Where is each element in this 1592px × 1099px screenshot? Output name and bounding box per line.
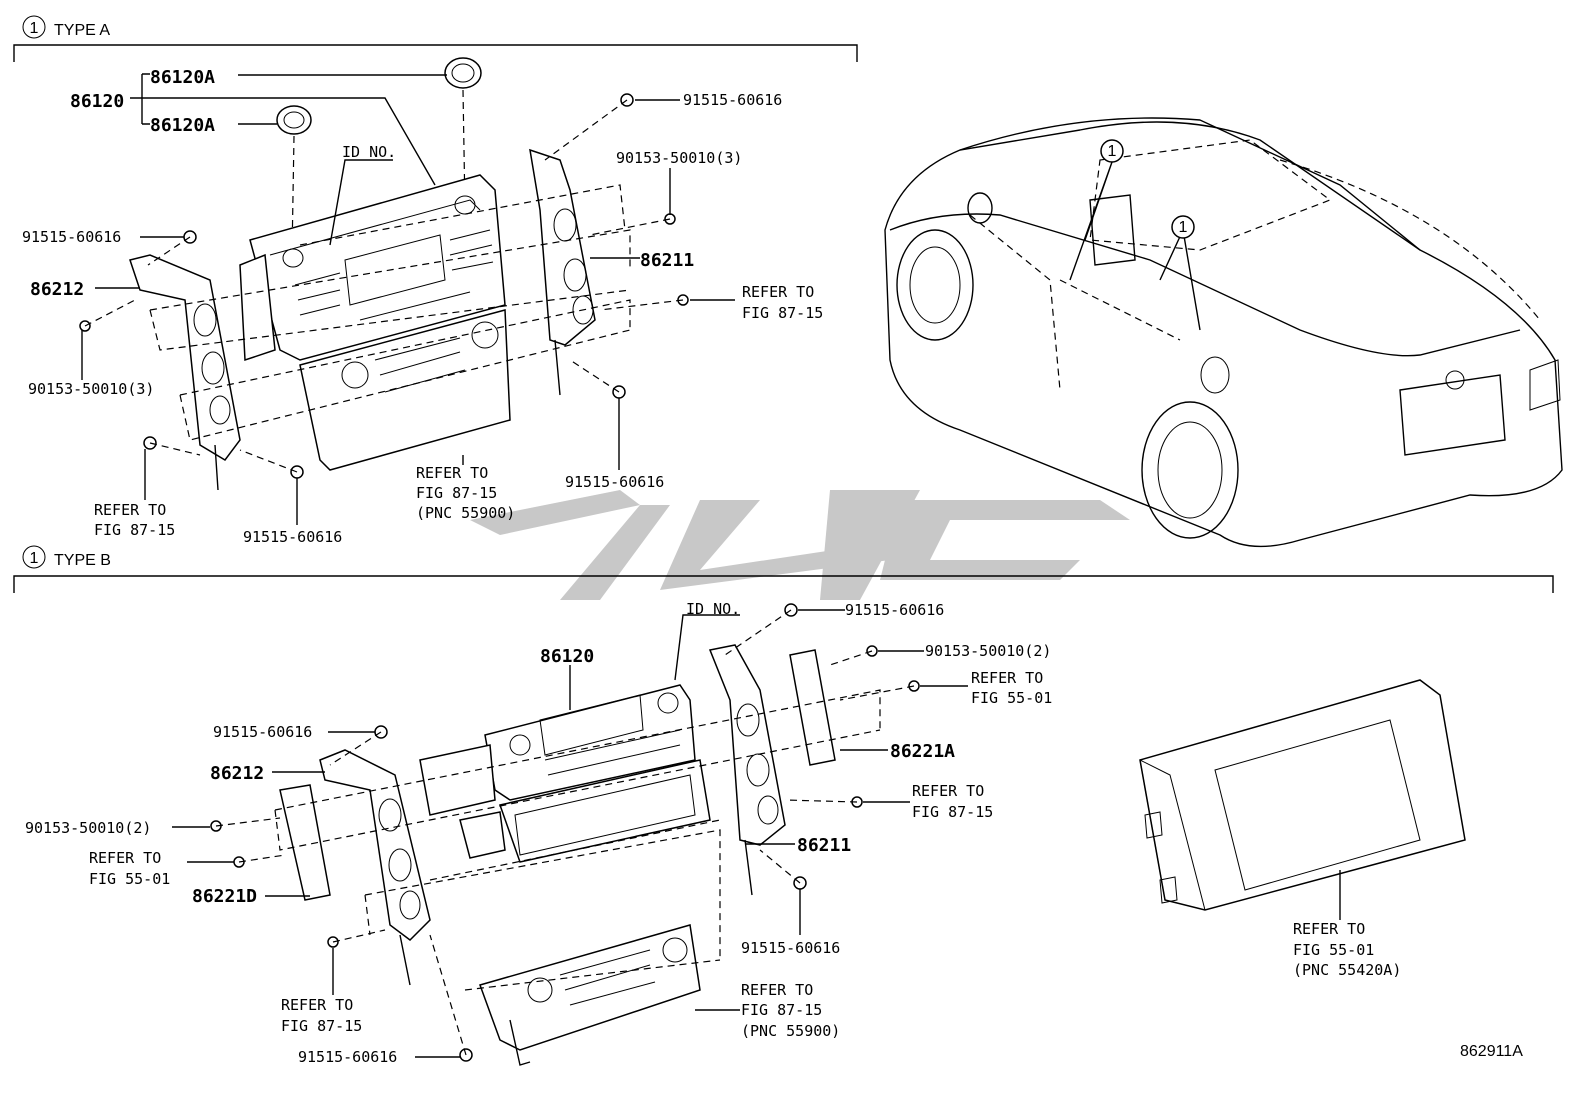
car-illustration: 1 1 xyxy=(884,117,1563,548)
label-86211: 86211 xyxy=(640,250,694,271)
section-b-marker-icon xyxy=(22,545,46,569)
label-refer-right-2: FIG 87-15 xyxy=(742,304,823,322)
label-bolt-left: 91515-60616 xyxy=(22,228,121,246)
section-b-header: 1 TYPE B xyxy=(13,545,1554,593)
label-86120a-bottom: 86120A xyxy=(150,115,215,136)
label-b-86211: 86211 xyxy=(797,835,851,856)
label-b-86221a: 86221A xyxy=(890,741,955,762)
label-b-refer-fig87-right-1: REFER TO xyxy=(912,782,984,800)
label-b-refer-fig87-bottom-2: FIG 87-15 xyxy=(741,1001,822,1019)
label-b-refer-fig87-bottom-3: (PNC 55900) xyxy=(741,1022,840,1040)
type-b-assembly: ID NO. 91515-60616 90153-50010(2) 86120 … xyxy=(25,600,1466,1066)
section-a-marker-icon xyxy=(22,15,46,39)
section-b-bracket xyxy=(13,575,1554,593)
label-id-no: ID NO. xyxy=(342,143,396,161)
label-b-bolt-left: 91515-60616 xyxy=(213,723,312,741)
label-b-bolt-top: 91515-60616 xyxy=(845,601,944,619)
label-bolt-top-right: 91515-60616 xyxy=(683,91,782,109)
section-b-title: TYPE B xyxy=(54,552,111,569)
label-b-86120: 86120 xyxy=(540,646,594,667)
car-marker-1: 1 xyxy=(1108,143,1117,160)
section-a-title: TYPE A xyxy=(54,22,110,39)
fastener-icon-b xyxy=(210,603,920,1062)
car-marker-2-icon xyxy=(1171,215,1195,239)
type-a-assembly: 86120A 86120 86120A ID NO. 91515-60616 9… xyxy=(22,57,823,546)
label-refer-right-1: REFER TO xyxy=(742,283,814,301)
label-screw-left: 90153-50010(3) xyxy=(28,380,154,398)
label-bolt-bottom: 91515-60616 xyxy=(243,528,342,546)
panel-86221d xyxy=(279,784,331,901)
bracket-86211 xyxy=(529,148,596,346)
knob-86120a-bottom xyxy=(276,105,312,135)
label-b-refer-fig55-1: REFER TO xyxy=(971,669,1043,687)
radio-head-unit-b xyxy=(484,684,696,801)
climate-panel xyxy=(299,309,511,471)
section-b-marker: 1 xyxy=(30,550,39,567)
label-b-screw-left: 90153-50010(2) xyxy=(25,819,151,837)
navigation-screen xyxy=(1214,719,1421,891)
figure-id: 862911A xyxy=(1460,1043,1523,1060)
label-b-refer-fig87-bottom-1: REFER TO xyxy=(741,981,813,999)
radio-display xyxy=(344,234,446,306)
label-b-bolt-bottom: 91515-60616 xyxy=(298,1048,397,1066)
label-86120: 86120 xyxy=(70,91,124,112)
label-b-refer-fig55-2: FIG 55-01 xyxy=(971,689,1052,707)
label-b-id-no: ID NO. xyxy=(686,600,740,618)
knob-86120a-top xyxy=(444,57,482,89)
section-a-header: 1 TYPE A xyxy=(13,15,858,62)
label-screw-right: 90153-50010(3) xyxy=(616,149,742,167)
label-b-bolt-right: 91515-60616 xyxy=(741,939,840,957)
bracket-86211-b xyxy=(708,644,786,846)
label-refer-center-2: FIG 87-15 xyxy=(416,484,497,502)
label-refer-center-1: REFER TO xyxy=(416,464,488,482)
watermark-logo xyxy=(470,490,1130,600)
label-86120a-top: 86120A xyxy=(150,67,215,88)
car-marker-1-icon xyxy=(1100,139,1124,163)
label-b-refer-display-3: (PNC 55420A) xyxy=(1293,961,1401,979)
label-b-refer-display-1: REFER TO xyxy=(1293,920,1365,938)
label-refer-left-1: REFER TO xyxy=(94,501,166,519)
label-refer-left-2: FIG 87-15 xyxy=(94,521,175,539)
label-refer-center-3: (PNC 55900) xyxy=(416,504,515,522)
label-b-86221d: 86221D xyxy=(192,886,257,907)
label-b-refer-fig87-right-2: FIG 87-15 xyxy=(912,803,993,821)
label-b-refer-fig87-left-1: REFER TO xyxy=(281,996,353,1014)
label-b-refer-fig55-left-2: FIG 55-01 xyxy=(89,870,170,888)
navigation-display-unit xyxy=(1139,679,1466,911)
center-panel-b xyxy=(499,759,711,863)
label-86212: 86212 xyxy=(30,279,84,300)
label-b-refer-fig55-left-1: REFER TO xyxy=(89,849,161,867)
label-b-refer-display-2: FIG 55-01 xyxy=(1293,941,1374,959)
label-b-86212: 86212 xyxy=(210,763,264,784)
car-marker-2: 1 xyxy=(1179,219,1188,236)
label-bolt-mid-right: 91515-60616 xyxy=(565,473,664,491)
label-b-refer-fig87-left-2: FIG 87-15 xyxy=(281,1017,362,1035)
section-a-bracket xyxy=(13,44,858,62)
bracket-86212-b xyxy=(319,749,431,941)
section-a-marker: 1 xyxy=(30,20,39,37)
climate-panel-b xyxy=(479,924,701,1051)
panel-86221a xyxy=(789,649,836,766)
bracket-86212 xyxy=(129,254,241,461)
label-b-screw-top: 90153-50010(2) xyxy=(925,642,1051,660)
